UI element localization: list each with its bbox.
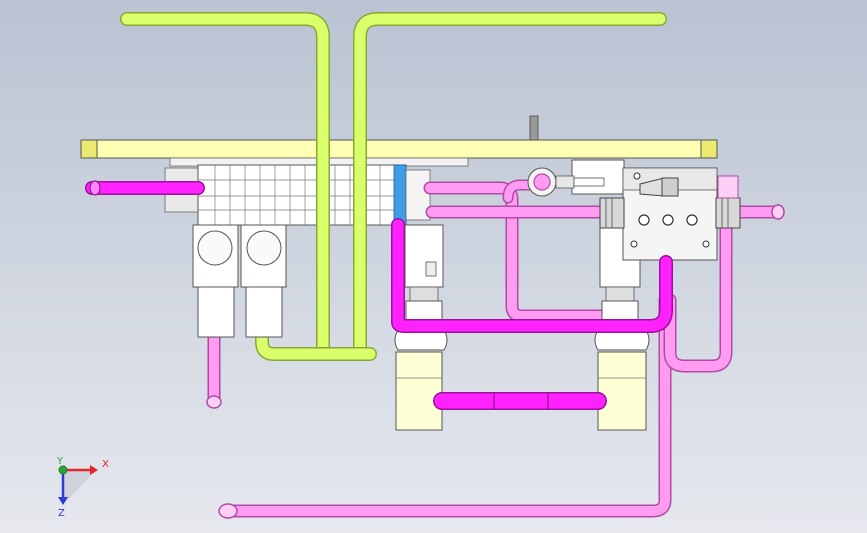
locating-pin[interactable] (529, 115, 539, 141)
green-tubing[interactable] (120, 12, 667, 361)
tube-end-cap (89, 180, 101, 196)
pink-tubing[interactable] (206, 178, 785, 519)
valve-manifold[interactable] (164, 164, 431, 226)
z-axis-label: Z (58, 508, 65, 519)
left-solenoid-pair[interactable] (192, 224, 287, 338)
axis-triad[interactable]: X Y Z (56, 456, 109, 519)
magenta-tubing[interactable] (85, 181, 673, 410)
valve-block[interactable] (599, 167, 741, 261)
x-axis-label: X (102, 459, 109, 470)
y-axis-label: Y (56, 456, 64, 467)
elbow-fitting[interactable] (527, 167, 739, 199)
